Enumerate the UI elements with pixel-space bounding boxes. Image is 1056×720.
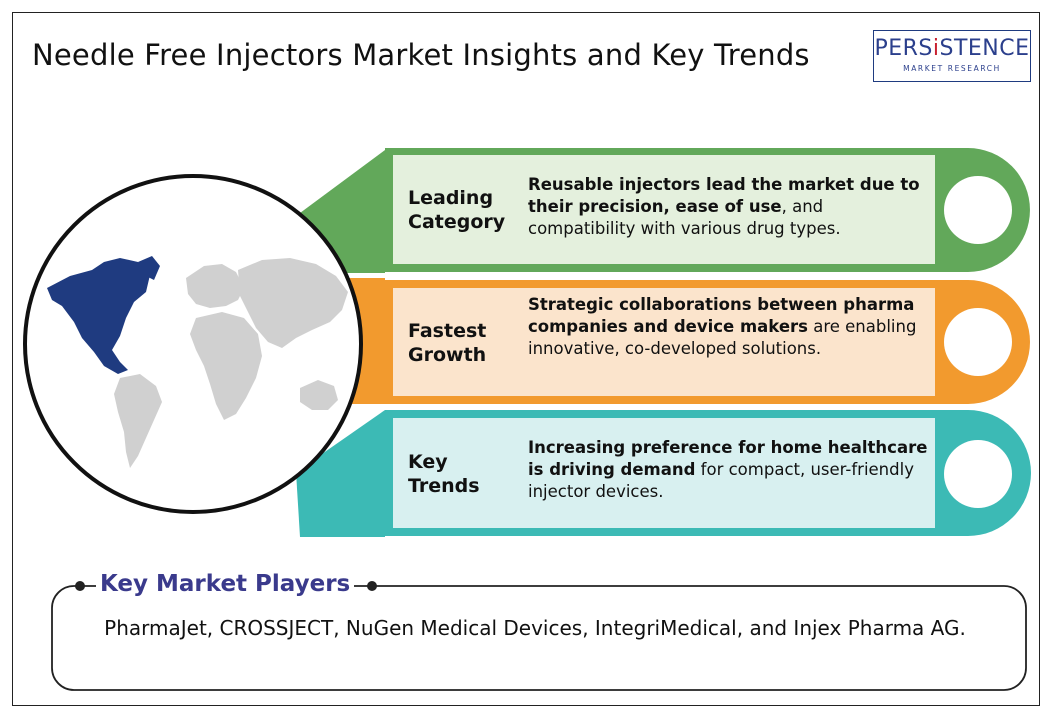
- connector-teal: [296, 410, 385, 537]
- row-label-line: Fastest: [408, 320, 487, 342]
- row-label-line: Growth: [408, 344, 487, 366]
- europe-shape: [186, 264, 244, 308]
- row-label-line: Key: [408, 451, 448, 473]
- row-label-line: Category: [408, 211, 506, 233]
- row-label-key-trends: Key Trends: [408, 450, 480, 498]
- logo-subtitle: MARKET RESEARCH: [903, 64, 1001, 73]
- greenland-shape: [138, 256, 160, 280]
- panel-green: [393, 155, 935, 264]
- south-america-shape: [114, 374, 162, 468]
- row-desc-key-trends: Increasing preference for home healthcar…: [528, 437, 928, 503]
- globe-circle: [23, 174, 363, 514]
- row-desc-normal: are enabling innovative, co-developed so…: [528, 317, 917, 358]
- logo-wordmark: PERSiSTENCE: [874, 34, 1030, 64]
- panel-teal: [393, 418, 935, 528]
- end-circle-teal: [944, 440, 1012, 508]
- row-desc-fastest-growth: Strategic collaborations between pharma …: [528, 294, 930, 360]
- persistence-logo: PERSiSTENCE MARKET RESEARCH: [873, 30, 1031, 82]
- world-map-globe: [23, 174, 363, 514]
- row-key-trends-shape: [296, 410, 1031, 537]
- players-box: [51, 585, 1027, 691]
- row-fastest-growth-shape: [340, 278, 1030, 404]
- row-desc-bold: Strategic collaborations between pharma …: [528, 295, 915, 336]
- infographic-frame: [12, 12, 1040, 706]
- north-america-shape: [47, 258, 150, 374]
- row-label-leading-category: Leading Category: [408, 186, 505, 234]
- players-heading-dot-left: [75, 581, 85, 591]
- panel-orange: [393, 288, 935, 396]
- players-list: PharmaJet, CROSSJECT, NuGen Medical Devi…: [104, 616, 966, 640]
- row-label-line: Trends: [408, 475, 480, 497]
- row-leading-category-shape: [300, 148, 1030, 273]
- page-title: Needle Free Injectors Market Insights an…: [32, 38, 810, 72]
- players-box-shape: [51, 581, 1027, 691]
- row-desc-normal: , and compatibility with various drug ty…: [528, 197, 841, 238]
- row-label-line: Leading: [408, 187, 494, 209]
- end-circle-orange: [944, 308, 1012, 376]
- australia-shape: [300, 380, 338, 410]
- logo-text-part: PERS: [874, 36, 933, 61]
- row-label-fastest-growth: Fastest Growth: [408, 319, 486, 367]
- row-desc-leading-category: Reusable injectors lead the market due t…: [528, 174, 928, 240]
- asia-shape: [238, 258, 348, 348]
- logo-text-part: STENCE: [939, 36, 1030, 61]
- africa-shape: [190, 312, 262, 420]
- row-desc-bold: Reusable injectors lead the market due t…: [528, 175, 920, 216]
- players-heading: Key Market Players: [96, 571, 355, 597]
- logo-text-accent: i: [932, 36, 940, 61]
- players-heading-dot-right: [367, 581, 377, 591]
- row-desc-bold: Increasing preference for home healthcar…: [528, 438, 928, 479]
- end-circle-green: [944, 176, 1012, 244]
- row-desc-normal: for compact, user-friendly injector devi…: [528, 460, 914, 501]
